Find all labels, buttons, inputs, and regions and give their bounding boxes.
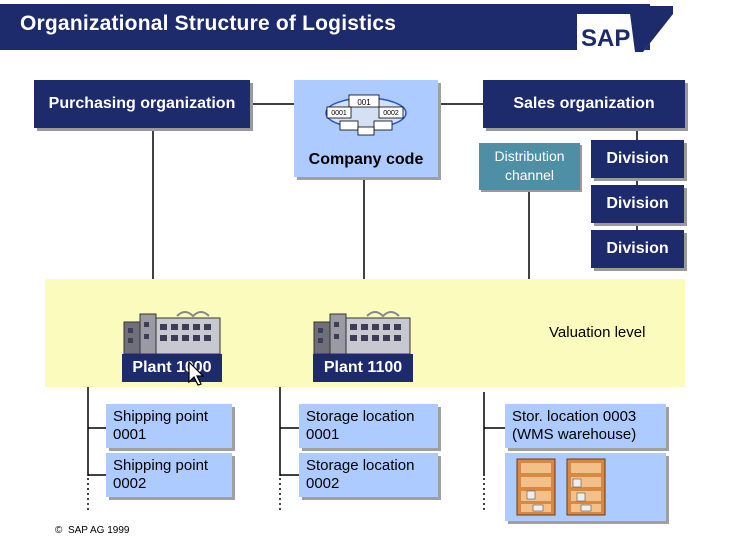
sales-organization-box: Sales organization (483, 80, 685, 128)
plant-label: Plant 1100 (323, 359, 403, 376)
copyright-notice: © SAP AG 1999 (55, 525, 129, 536)
division-label: Division (606, 195, 669, 212)
purchasing-organization-label: Purchasing organization (48, 95, 236, 112)
purchasing-organization-box: Purchasing organization (34, 80, 250, 128)
wms-storage-location-box: Stor. location 0003 (WMS warehouse) (505, 404, 666, 448)
slide-header: Organizational Structure of Logistics SA… (0, 0, 729, 52)
plant-1000-box: Plant 1000 (122, 354, 222, 382)
copyright-icon: © (55, 525, 68, 536)
company-code-label: Company code (308, 151, 424, 168)
warehouse-shelf-icon (516, 458, 606, 516)
sales-organization-label: Sales organization (513, 95, 655, 112)
company-code-icon-label: 001 (357, 98, 371, 107)
sap-logo-text: SAP (581, 25, 630, 52)
plant-1100-box: Plant 1100 (313, 354, 413, 382)
storage-location-box: Storage location 0001 (299, 404, 438, 448)
storage-location-number: 0001 (306, 426, 340, 443)
company-code-box: 001 0001 0002 Company code (294, 80, 438, 177)
division-box: Division (591, 140, 684, 178)
valuation-level-label: Valuation level (549, 324, 646, 341)
shipping-point-name: Shipping point (113, 408, 209, 425)
factory-icon (123, 311, 221, 355)
shipping-point-number: 0001 (113, 426, 147, 443)
division-label: Division (606, 150, 669, 167)
factory-icon (313, 311, 411, 355)
sap-logo: SAP (577, 6, 673, 52)
distribution-channel-box: Distribution channel (479, 143, 580, 190)
distribution-channel-line2: channel (504, 167, 555, 183)
company-code-icon-label: 0001 (331, 110, 347, 117)
wms-storage-location-description: (WMS warehouse) (512, 426, 637, 443)
page-title: Organizational Structure of Logistics (20, 12, 397, 35)
division-box: Division (591, 185, 684, 223)
division-box: Division (591, 230, 684, 268)
company-code-icon-label: 0002 (383, 110, 399, 117)
storage-location-box: Storage location 0002 (299, 453, 438, 497)
company-code-icon: 001 0001 0002 (325, 94, 407, 136)
wms-storage-location-name: Stor. location 0003 (512, 408, 637, 425)
distribution-channel-line1: Distribution (494, 148, 565, 164)
division-label: Division (606, 240, 669, 257)
warehouse-shelves-panel (505, 453, 666, 521)
storage-location-name: Storage location (306, 457, 415, 474)
shipping-point-name: Shipping point (113, 457, 209, 474)
shipping-point-box: Shipping point 0001 (106, 404, 232, 448)
storage-location-number: 0002 (306, 475, 340, 492)
shipping-point-box: Shipping point 0002 (106, 453, 232, 497)
title-bar (0, 4, 650, 50)
mouse-cursor-icon (188, 360, 205, 386)
copyright-text: SAP AG 1999 (67, 525, 130, 536)
shipping-point-number: 0002 (113, 475, 147, 492)
storage-location-name: Storage location (306, 408, 415, 425)
